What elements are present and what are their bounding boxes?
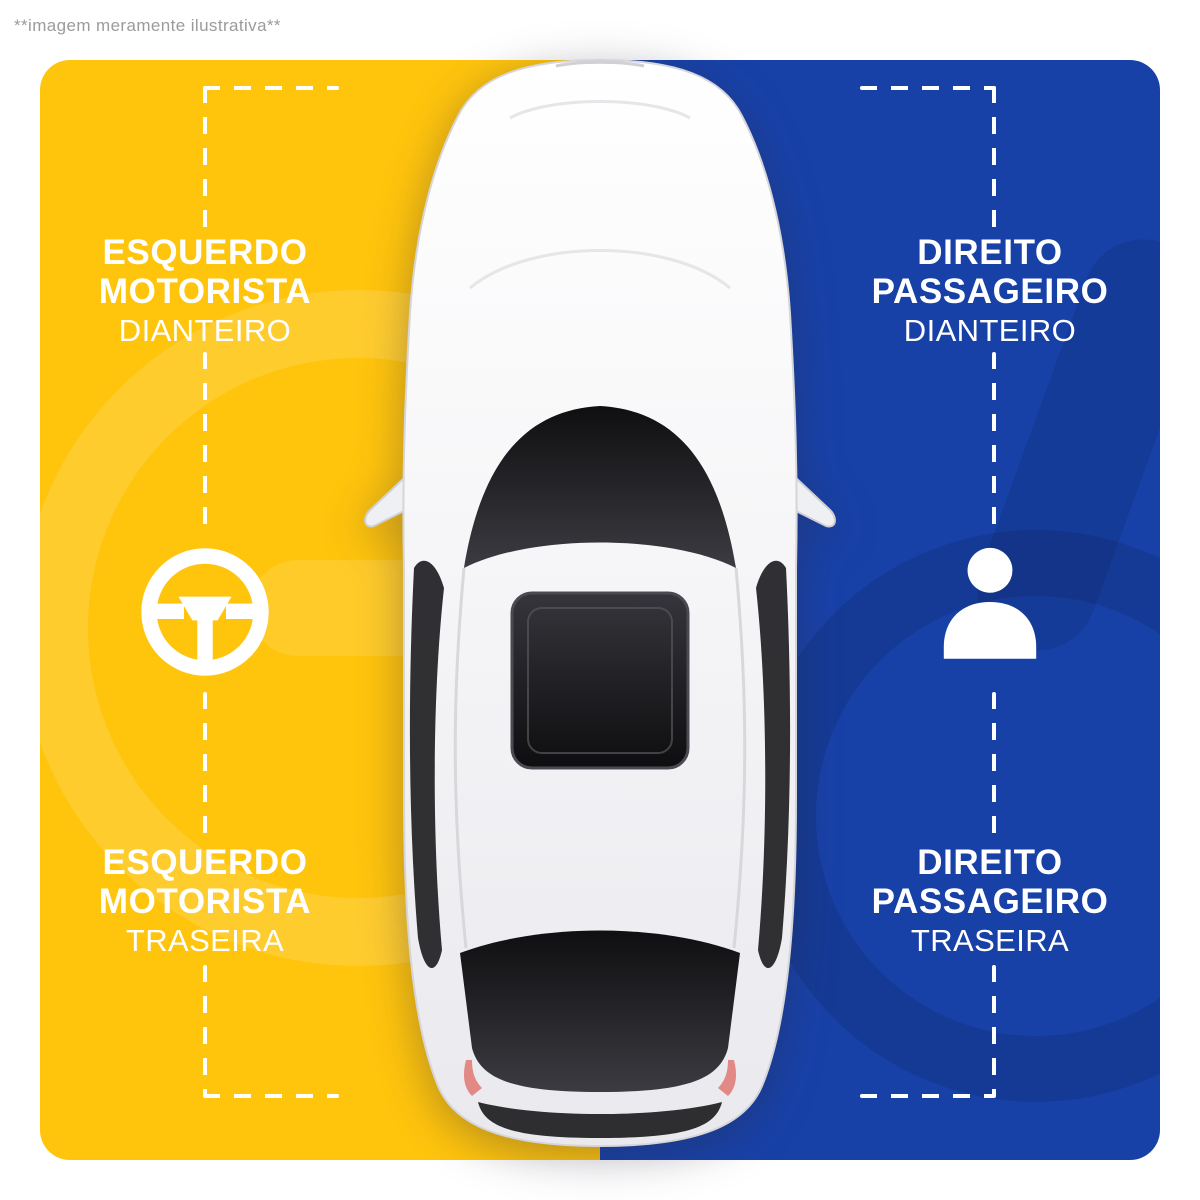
- dashed-guide-left-vertical-2: [203, 352, 207, 537]
- label-line: ESQUERDO: [102, 233, 308, 272]
- dashed-guide-left-vertical-4: [203, 965, 207, 1097]
- dashed-guide-left-vertical-1: [203, 86, 207, 231]
- dashed-guide-right-vertical-1: [992, 86, 996, 231]
- label-line: ESQUERDO: [102, 843, 308, 882]
- dashed-guide-left-bottom-horizontal: [203, 1094, 339, 1098]
- dashed-guide-right-vertical-2: [992, 352, 996, 537]
- label-passenger-rear: DIREITO PASSAGEIRO TRASEIRA: [810, 843, 1170, 960]
- disclaimer-text: **imagem meramente ilustrativa**: [14, 16, 281, 35]
- label-line: PASSAGEIRO: [871, 272, 1109, 311]
- car-top-view: [364, 58, 836, 1148]
- dashed-guide-left-top-horizontal: [203, 86, 339, 90]
- dashed-guide-right-top-horizontal: [860, 86, 996, 90]
- label-line: DIANTEIRO: [118, 313, 292, 348]
- label-driver-front: ESQUERDO MOTORISTA DIANTEIRO: [25, 233, 385, 350]
- steering-wheel-icon: [141, 548, 269, 676]
- label-line: TRASEIRA: [910, 923, 1070, 958]
- label-driver-rear: ESQUERDO MOTORISTA TRASEIRA: [25, 843, 385, 960]
- label-line: DIANTEIRO: [903, 313, 1077, 348]
- dashed-guide-right-vertical-4: [992, 965, 996, 1097]
- label-line: DIREITO: [917, 233, 1063, 272]
- label-line: MOTORISTA: [98, 882, 312, 921]
- label-line: TRASEIRA: [125, 923, 285, 958]
- label-passenger-front: DIREITO PASSAGEIRO DIANTEIRO: [810, 233, 1170, 350]
- person-icon: [943, 547, 1037, 659]
- dashed-guide-right-bottom-horizontal: [860, 1094, 996, 1098]
- dashed-guide-left-vertical-3: [203, 692, 207, 838]
- label-line: PASSAGEIRO: [871, 882, 1109, 921]
- label-line: DIREITO: [917, 843, 1063, 882]
- label-line: MOTORISTA: [98, 272, 312, 311]
- dashed-guide-right-vertical-3: [992, 692, 996, 838]
